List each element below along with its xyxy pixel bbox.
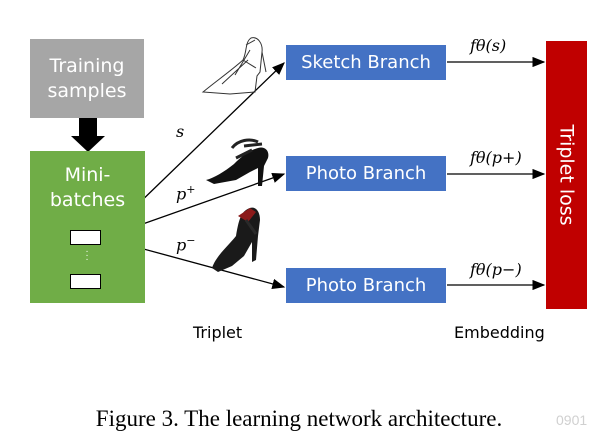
symbol-p-minus: p− bbox=[176, 234, 196, 255]
sketch-branch-block: Sketch Branch bbox=[286, 45, 446, 80]
down-arrow bbox=[71, 118, 105, 152]
symbol-s: s bbox=[176, 122, 185, 141]
training-samples-block: Training samples bbox=[30, 39, 144, 118]
embedding-f-p-minus: fθ(p−) bbox=[470, 260, 522, 279]
embedding-f-s: fθ(s) bbox=[470, 36, 507, 55]
photo-branch-negative-block: Photo Branch bbox=[286, 268, 446, 303]
mini-batches-label: Mini- batches bbox=[49, 164, 126, 211]
black-sandal-image bbox=[206, 138, 269, 186]
photo-branch-positive-block: Photo Branch bbox=[286, 156, 446, 191]
triplet-loss-label: Triplet loss bbox=[555, 124, 578, 226]
symbol-p-plus: p+ bbox=[176, 183, 196, 204]
sketch-branch-label: Sketch Branch bbox=[301, 52, 431, 73]
photo-branch-label: Photo Branch bbox=[305, 275, 427, 296]
photo-branch-label: Photo Branch bbox=[305, 163, 427, 184]
embedding-f-p-plus: fθ(p+) bbox=[470, 148, 522, 167]
triplet-label: Triplet bbox=[193, 323, 243, 342]
figure-caption: Figure 3. The learning network architect… bbox=[95, 406, 503, 431]
triplet-loss-block: Triplet loss bbox=[546, 41, 587, 309]
mini-batches-block: Mini- batches bbox=[30, 151, 145, 303]
sketch-shoe-image bbox=[201, 37, 267, 95]
embedding-label: Embedding bbox=[454, 323, 545, 342]
watermark: 0901 bbox=[556, 412, 588, 428]
black-red-heel-image bbox=[212, 207, 260, 272]
training-samples-label: Training samples bbox=[47, 54, 127, 102]
batch-slot bbox=[70, 274, 101, 289]
vertical-ellipsis: ··· bbox=[85, 246, 89, 265]
batch-slot bbox=[70, 230, 101, 245]
